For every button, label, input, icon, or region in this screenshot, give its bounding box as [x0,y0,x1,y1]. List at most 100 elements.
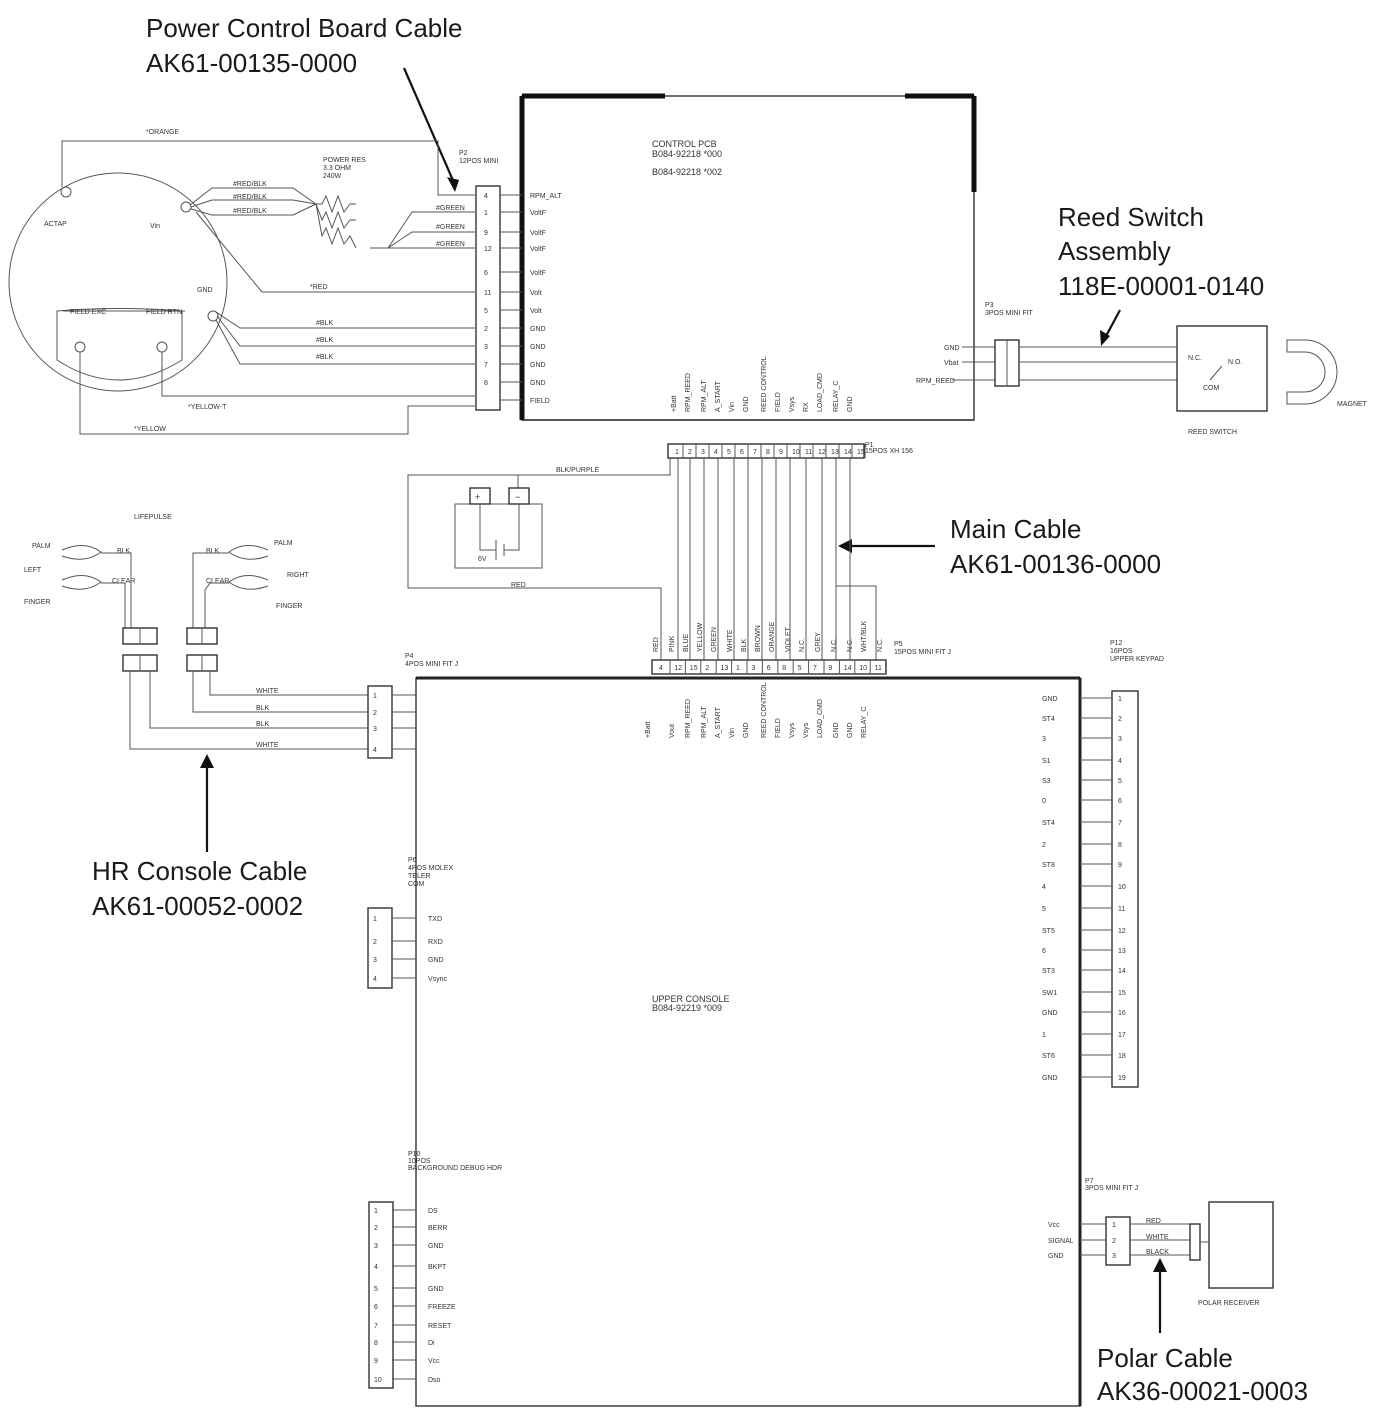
wire-orange [61,140,475,196]
p1-pin: 1 [675,449,679,456]
p1-pin: 14 [844,449,852,456]
uc-top-signal: GND [833,722,840,738]
p1-pin: 12 [818,449,826,456]
upper-console-part: B084-92219 *009 [652,1003,722,1013]
p5-wire-color: N.C. [799,638,806,652]
p1-pin: 11 [805,449,812,456]
p10-pin: 3 [374,1243,378,1250]
battery-wire-label: BLK/PURPLE [556,467,600,474]
p12-pin: 4 [1118,758,1122,765]
p5-wire-color: N.C. [877,638,884,652]
p12-pins: 1GND2ST4334S15S3607ST4829ST810411512ST51… [1042,696,1126,1082]
polar-receiver-label: POLAR RECEIVER [1198,1300,1259,1307]
p5-sub: 15POS MINI FIT J [894,649,951,656]
lp-wire-blk-2 [149,671,368,729]
p12-pin: 7 [1118,820,1122,827]
lp-palm-left: PALM [32,543,51,550]
uc-top-signal: Vin [729,728,736,738]
p7-sub: 3POS MINI FIT J [1085,1185,1138,1192]
p12-pin: 18 [1118,1053,1126,1060]
lp-wire-white-2 [129,671,368,750]
uc-top-signal: LOAD_CMD [817,699,824,738]
resistor-1 [316,194,356,214]
gnd-label: GND [197,287,213,294]
p10-signal: BKPT [428,1264,447,1271]
green-label-3: #GREEN [436,241,465,248]
lp-wire-blk-1 [192,671,368,713]
p10-signal: Vcc [428,1358,440,1365]
p10-signal: BERR [428,1225,447,1232]
p2-top-pin: 6 [484,270,488,277]
pcb-bottom-signal: FIELD [775,392,782,412]
pcb-left-signal: VoltF [530,210,546,217]
control-pcb-part-2: B084-92218 *002 [652,167,722,177]
p4-sub: 4POS MINI FIT J [405,661,458,668]
p5-pin: 5 [798,665,802,672]
p2-top-housing [475,185,501,411]
lp-wire-l1 [101,552,132,628]
p6-sub2: TELER [408,873,431,880]
magnet-label: MAGNET [1337,401,1368,408]
p10-signal: RESET [428,1323,452,1330]
p7-title: P7 [1085,1178,1094,1185]
p12-pin: 5 [1118,778,1122,785]
pcb-bottom-signal: +Batt [671,395,678,412]
green-label-2: #GREEN [436,224,465,231]
uc-top-signal: +Batt [645,721,652,738]
p5-pin: 7 [813,665,817,672]
p12-signal: 0 [1042,798,1046,805]
pcb-left-signal: GND [530,362,546,369]
p6-signal: RXD [428,939,443,946]
p12-pin: 1 [1118,696,1122,703]
p12-sub2: UPPER KEYPAD [1110,656,1164,663]
control-pcb-left-signals: RPM_ALTVoltFVoltFVoltFVoltFVoltVoltGNDGN… [500,193,562,405]
p12-signal: GND [1042,1075,1058,1082]
p10-sub1: 10POS [408,1158,431,1165]
p12-signal: 1 [1042,1032,1046,1039]
upper-console-board [415,677,1081,1407]
p2-top-pin: 5 [484,308,488,315]
magnet-shape [1286,339,1338,405]
p1-title: P1 [865,442,874,449]
p5-wire-color: RED [653,637,660,652]
pcb-bottom-signal: GND [847,396,854,412]
p12-signal: GND [1042,1010,1058,1017]
p10-connector [368,1201,394,1389]
pcb-right-gnd: GND [944,345,960,352]
main-cable-bundle [677,458,877,660]
alternator-field-cup [56,308,183,381]
p2-top-pin: 2 [484,326,488,333]
reed-nc: N.C. [1188,355,1202,362]
lp-palm-plate-right [228,545,269,560]
wire-yellow-t-label: *YELLOW-T [188,404,227,411]
p10-pin: 10 [374,1377,382,1384]
battery-voltage: 6V [478,556,487,563]
control-pcb-title: CONTROL PCB [652,139,717,149]
pcb-bottom-signal: A_START [715,380,722,412]
resistor-2 [315,203,356,230]
wire-green-1 [370,211,475,249]
p4-pin: 1 [373,693,377,700]
p5-pin: 4 [659,665,663,672]
lp-clear-right: CLEAR [206,578,229,585]
p12-signal: ST3 [1042,968,1055,975]
hr-console-cable-part: AK61-00052-0002 [92,891,303,921]
wire-orange-label: *ORANGE [146,129,179,136]
pcb-bottom-signal: Vin [729,402,736,412]
p10-pin: 2 [374,1225,378,1232]
p12-signal: 4 [1042,884,1046,891]
field-rtn-label: FIELD RTN [146,309,182,316]
p1-pin: 8 [766,449,770,456]
p5-title: P5 [894,641,903,648]
pcb-right-vbat: Vbat [944,360,958,367]
p10-sub2: BACKGROUND DEBUG HDR [408,1165,502,1172]
p12-signal: 5 [1042,906,1046,913]
p1-pin: 6 [740,449,744,456]
p1-pin: 10 [792,449,800,456]
lp-wire-r2 [204,582,229,628]
lp-wire-white-1 [209,671,368,696]
p10-pin: 7 [374,1323,378,1330]
p4-pin: 2 [373,710,377,717]
